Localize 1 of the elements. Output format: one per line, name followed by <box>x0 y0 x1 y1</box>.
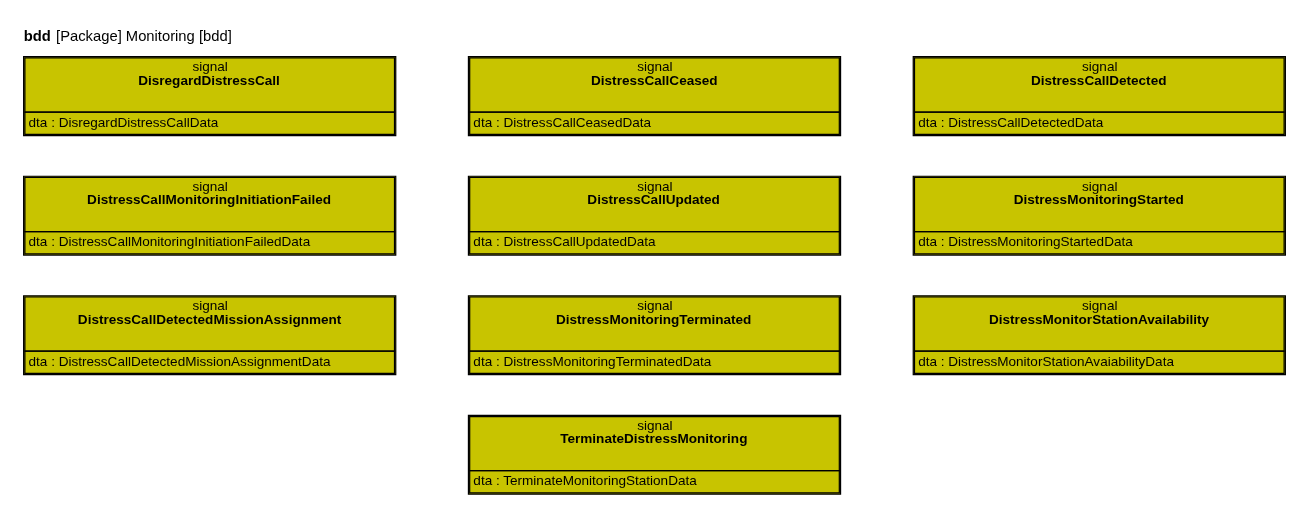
diagram-title: bdd [Package] Monitoring [bdd] <box>23 27 232 44</box>
